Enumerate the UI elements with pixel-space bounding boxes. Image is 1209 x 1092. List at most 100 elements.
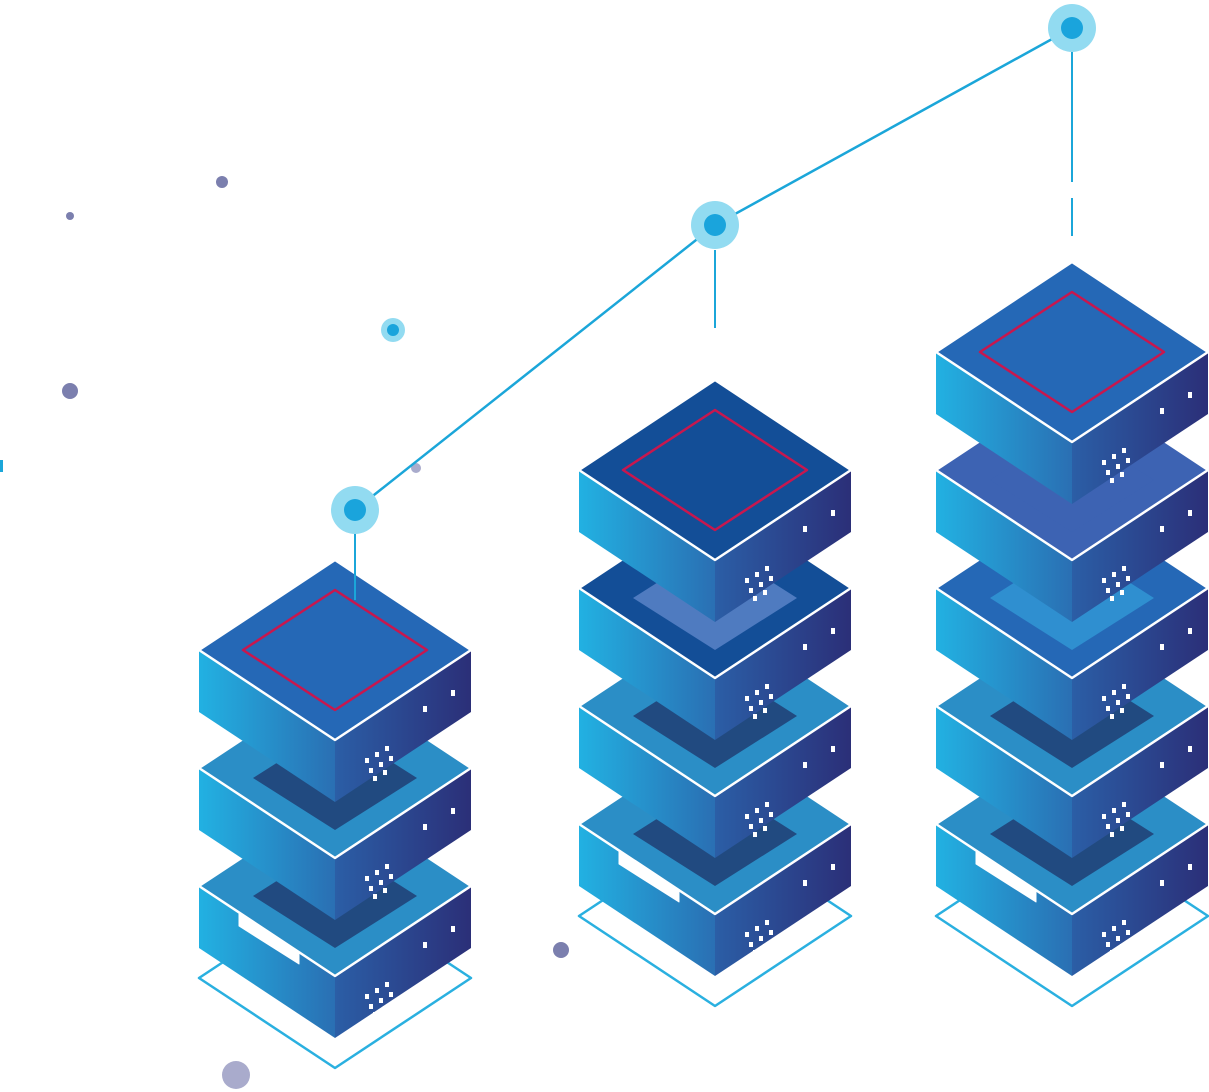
- server-light: [1112, 808, 1116, 813]
- server-light: [769, 812, 773, 817]
- server-light: [749, 588, 753, 593]
- server-light: [1120, 590, 1124, 595]
- server-light: [755, 690, 759, 695]
- server-light: [763, 944, 767, 949]
- server-light: [1110, 596, 1114, 601]
- server-light: [1120, 826, 1124, 831]
- server-side-left: [579, 588, 715, 740]
- server-side-left: [936, 352, 1072, 504]
- server-inner-square: [978, 290, 1166, 414]
- server-light: [365, 758, 369, 763]
- server-side-left: [936, 824, 1072, 976]
- server-light: [365, 994, 369, 999]
- server-side-left: [936, 706, 1072, 858]
- server-light: [1106, 824, 1110, 829]
- server-light: [759, 700, 763, 705]
- server-side-right: [1072, 706, 1208, 858]
- stack-large: [934, 260, 1209, 976]
- decor-dot: [222, 1061, 250, 1089]
- server-light: [755, 808, 759, 813]
- server-led: [451, 690, 455, 696]
- server-light: [763, 708, 767, 713]
- server-side-left: [936, 588, 1072, 740]
- server-light: [373, 894, 377, 899]
- server-inner-square: [621, 408, 809, 532]
- server-slot: [238, 913, 300, 965]
- server-light: [1122, 448, 1126, 453]
- server-top: [197, 558, 473, 742]
- server-layer: [197, 558, 473, 802]
- server-light: [385, 746, 389, 751]
- server-led: [1188, 628, 1192, 634]
- server-light: [1106, 706, 1110, 711]
- server-led: [803, 880, 807, 886]
- server-light: [389, 992, 393, 997]
- server-light: [763, 826, 767, 831]
- server-led: [423, 942, 427, 948]
- growth-line: [331, 4, 1096, 600]
- decor-dot: [411, 463, 421, 473]
- server-led: [803, 526, 807, 532]
- server-light: [1120, 708, 1124, 713]
- server-led: [1160, 408, 1164, 414]
- server-light: [373, 776, 377, 781]
- server-light: [1102, 460, 1106, 465]
- server-light: [375, 752, 379, 757]
- decor-dot: [216, 176, 228, 188]
- server-light: [753, 950, 757, 955]
- server-light: [745, 578, 749, 583]
- server-light: [1106, 470, 1110, 475]
- decor-dot: [62, 383, 78, 399]
- server-light: [1110, 950, 1114, 955]
- server-light: [383, 888, 387, 893]
- server-light: [1102, 578, 1106, 583]
- server-light: [383, 1006, 387, 1011]
- server-light: [1102, 814, 1106, 819]
- server-light: [1112, 926, 1116, 931]
- server-light: [749, 706, 753, 711]
- server-light: [749, 824, 753, 829]
- server-slot: [618, 851, 680, 903]
- server-led: [831, 864, 835, 870]
- server-light: [375, 988, 379, 993]
- server-light: [1110, 832, 1114, 837]
- server-side-left: [936, 470, 1072, 622]
- node-marker-core: [344, 499, 366, 521]
- server-led: [423, 824, 427, 830]
- server-light: [1102, 696, 1106, 701]
- server-led: [451, 808, 455, 814]
- server-light: [1120, 944, 1124, 949]
- server-top: [934, 260, 1209, 444]
- server-led: [831, 628, 835, 634]
- server-side-right: [335, 650, 471, 802]
- server-light: [1102, 932, 1106, 937]
- server-led: [1160, 762, 1164, 768]
- server-led: [831, 510, 835, 516]
- server-light: [369, 886, 373, 891]
- server-led: [1188, 864, 1192, 870]
- decor-tick: [0, 460, 3, 472]
- server-light: [1122, 802, 1126, 807]
- server-side-right: [1072, 470, 1208, 622]
- server-light: [1112, 690, 1116, 695]
- server-layer: [934, 260, 1209, 504]
- server-light: [379, 762, 383, 767]
- decor-dot: [66, 212, 74, 220]
- server-light: [1106, 588, 1110, 593]
- server-light: [1110, 478, 1114, 483]
- server-light: [759, 582, 763, 587]
- server-top: [577, 378, 853, 562]
- server-light: [1110, 714, 1114, 719]
- server-light: [1112, 572, 1116, 577]
- server-light: [1126, 576, 1130, 581]
- server-led: [451, 926, 455, 932]
- stack-medium: [577, 378, 853, 976]
- server-light: [755, 572, 759, 577]
- server-light: [1112, 454, 1116, 459]
- server-light: [1120, 472, 1124, 477]
- server-side-right: [335, 886, 471, 1038]
- server-light: [745, 814, 749, 819]
- server-stacks: [197, 260, 1209, 1038]
- server-led: [423, 706, 427, 712]
- server-light: [375, 870, 379, 875]
